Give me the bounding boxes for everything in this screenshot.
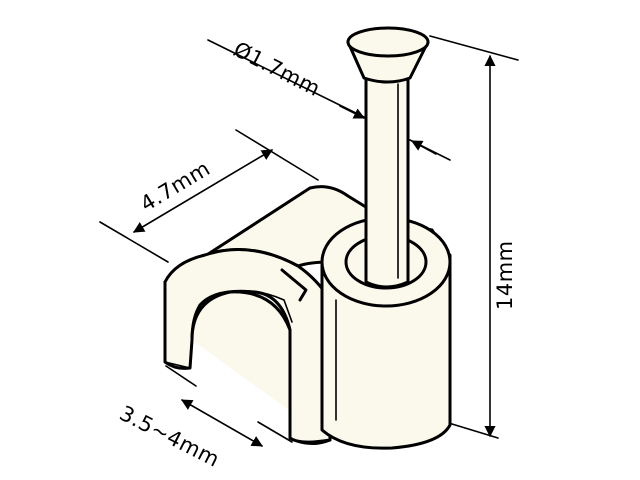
dim-cable-ext-left: [165, 365, 197, 387]
dim-height-ext-bottom: [451, 423, 499, 439]
dim-total-height-label: 14mm: [493, 240, 517, 310]
dim-nail-diameter-label: Ø1.7mm: [230, 37, 325, 101]
dim-nail-leader: [207, 39, 367, 119]
nail-head-top: [346, 26, 430, 58]
dim-width-ext-right: [235, 129, 319, 181]
nail-shank: [364, 76, 410, 289]
boss-side: [320, 253, 452, 450]
clip-inner-arch: [190, 290, 332, 444]
clip-notch: [280, 268, 308, 302]
dim-cable-arrow: [181, 399, 263, 447]
dim-width-arrow: [133, 149, 273, 233]
dim-nail-arrow-left: [339, 105, 366, 119]
dim-width-ext-left: [99, 221, 169, 263]
clip-leg-bottom: [164, 361, 191, 369]
dim-cable-range-label: 3.5~4mm: [116, 401, 224, 472]
dim-height-ext-top: [429, 35, 519, 61]
nail: [346, 26, 430, 289]
dim-total-height: 14mm: [429, 35, 519, 439]
clip-inner-depth: [199, 290, 293, 323]
dim-cable-ext-right: [257, 421, 293, 443]
dim-nail-arrow-right: [411, 140, 437, 155]
